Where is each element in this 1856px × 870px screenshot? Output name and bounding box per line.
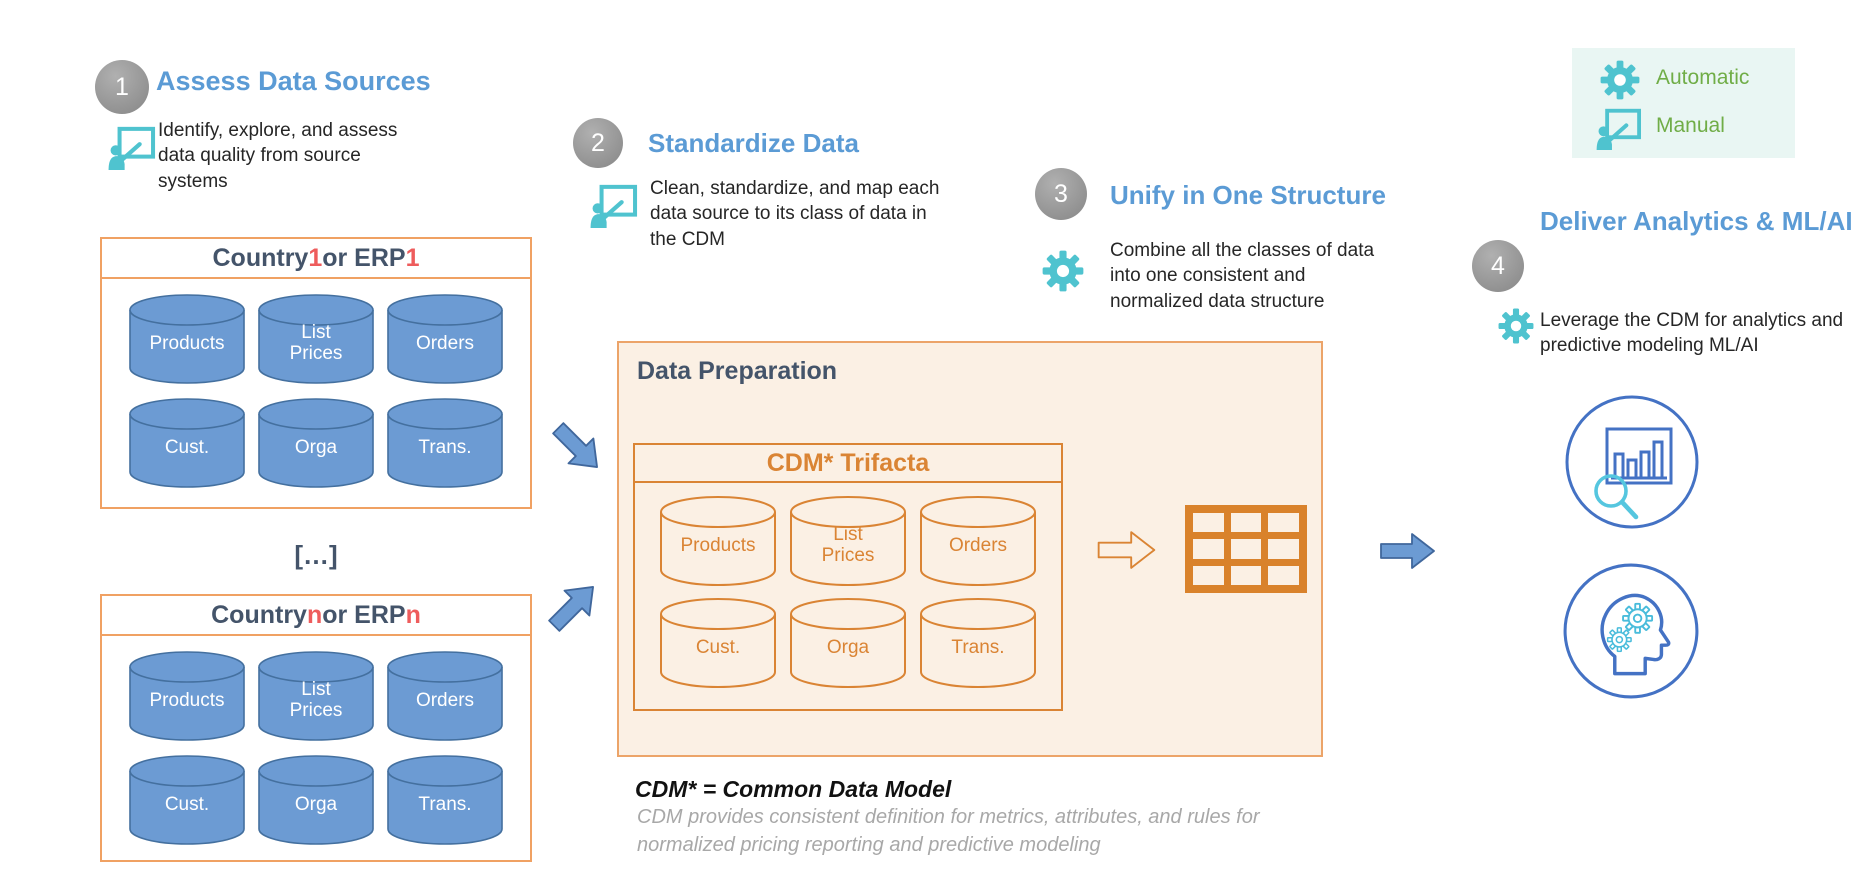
title-part: Country [211,600,307,629]
title-part: Country [212,243,309,272]
cylinder-label: Orders [415,332,475,354]
source-box-n-body: Products List Prices Orders Cust. Orga T… [102,636,530,858]
step-2-title: Standardize Data [648,128,859,158]
legend-item-automatic: Automatic [1656,66,1750,89]
title-part-red: n [306,600,323,629]
source-box-country-n: Country n or ERP n Products List Prices … [100,594,532,862]
cdm-box-title: CDM* Trifacta [635,445,1061,483]
footnote-heading: CDM* = Common Data Model [635,776,952,802]
title-part-red: n [405,600,421,629]
cylinder-label: Trans. [951,636,1005,658]
title-part: or ERP [322,243,406,272]
cylinder-label: Cust. [164,793,210,815]
footnote-line-1: CDM provides consistent definition for m… [637,806,1260,828]
source-box-1-body: Products List Prices Orders Cust. Orga T… [102,279,530,501]
cdm-box-body: Products List Prices Orders Cust. Orga [635,483,1061,699]
db-cylinder: Orders [386,293,504,385]
cdm-box: CDM* Trifacta Products List Prices Order… [633,443,1063,711]
step-1-title: Assess Data Sources [156,66,431,96]
db-cylinder: Products [128,650,246,742]
gear-icon [1600,60,1640,100]
title-part-red: 1 [308,243,323,272]
db-cylinder: Cust. [128,397,246,489]
presenter-icon [108,126,156,170]
cylinder-label: Products [680,534,756,556]
presenter-icon [1596,108,1642,150]
arrow-right-outline-icon [1095,529,1159,571]
cylinder-label: Trans. [418,436,472,458]
head-gears-ml-icon [1563,563,1699,699]
db-cylinder: Trans. [386,397,504,489]
title-part: or ERP [322,600,406,629]
cylinder-label: Cust. [164,436,210,458]
db-cylinder: Products [659,495,777,587]
legend-item-manual: Manual [1656,114,1725,137]
cylinder-label: List Prices [821,524,875,566]
step-4-description: Leverage the CDM for analytics and predi… [1540,310,1844,357]
cylinder-label: Orga [294,436,338,458]
cylinder-label: List Prices [289,322,343,364]
db-cylinder: Orders [919,495,1037,587]
cylinder-label: Orga [294,793,338,815]
step-3-title: Unify in One Structure [1110,180,1386,210]
cylinder-label: Orga [826,636,870,658]
arrow-down-right-icon [543,413,614,484]
db-cylinder: Trans. [386,754,504,846]
db-cylinder: List Prices [257,650,375,742]
cylinder-label: Cust. [695,636,741,658]
footnote-line-2: normalized pricing reporting and predict… [637,834,1101,856]
step-4-number-badge: 4 [1472,240,1524,292]
cylinder-label: Orders [415,689,475,711]
step-1-description: Identify, explore, and assess data quali… [158,120,398,192]
gear-icon [1042,250,1084,292]
title-part-red: 1 [405,243,420,272]
arrow-up-right-icon [539,571,610,642]
source-box-country-1: Country 1 or ERP 1 Products List Prices … [100,237,532,509]
db-cylinder: Cust. [659,597,777,689]
analytics-chart-magnifier-icon [1565,395,1699,529]
cylinder-label: Trans. [418,793,472,815]
gear-icon [1498,308,1534,344]
db-cylinder: Cust. [128,754,246,846]
cylinder-label: List Prices [289,679,343,721]
db-cylinder: List Prices [257,293,375,385]
source-box-1-title: Country 1 or ERP 1 [102,239,530,279]
step-3-number-badge: 3 [1035,168,1087,220]
step-4-title: Deliver Analytics & ML/AI [1540,206,1853,236]
db-cylinder: Products [128,293,246,385]
cylinder-label: Products [149,689,225,711]
legend: Automatic Manual [1572,48,1795,158]
cylinder-label: Orders [948,534,1008,556]
arrow-right-icon [1380,530,1436,572]
presenter-icon [590,184,638,228]
ellipsis-label: […] [294,540,338,570]
db-cylinder: Orga [257,754,375,846]
data-preparation-box: Data Preparation CDM* Trifacta Products … [617,341,1323,757]
db-cylinder: Orga [789,597,907,689]
db-cylinder: Orders [386,650,504,742]
cylinder-label: Products [149,332,225,354]
step-2-number-badge: 2 [573,118,623,168]
data-preparation-title: Data Preparation [637,357,838,385]
step-2-description: Clean, standardize, and map each data so… [650,178,940,250]
db-cylinder: List Prices [789,495,907,587]
step-3-description: Combine all the classes of data into one… [1110,240,1375,312]
db-cylinder: Trans. [919,597,1037,689]
table-grid-icon [1185,505,1307,593]
db-cylinder: Orga [257,397,375,489]
source-box-n-title: Country n or ERP n [102,596,530,636]
step-1-number-badge: 1 [95,60,149,114]
